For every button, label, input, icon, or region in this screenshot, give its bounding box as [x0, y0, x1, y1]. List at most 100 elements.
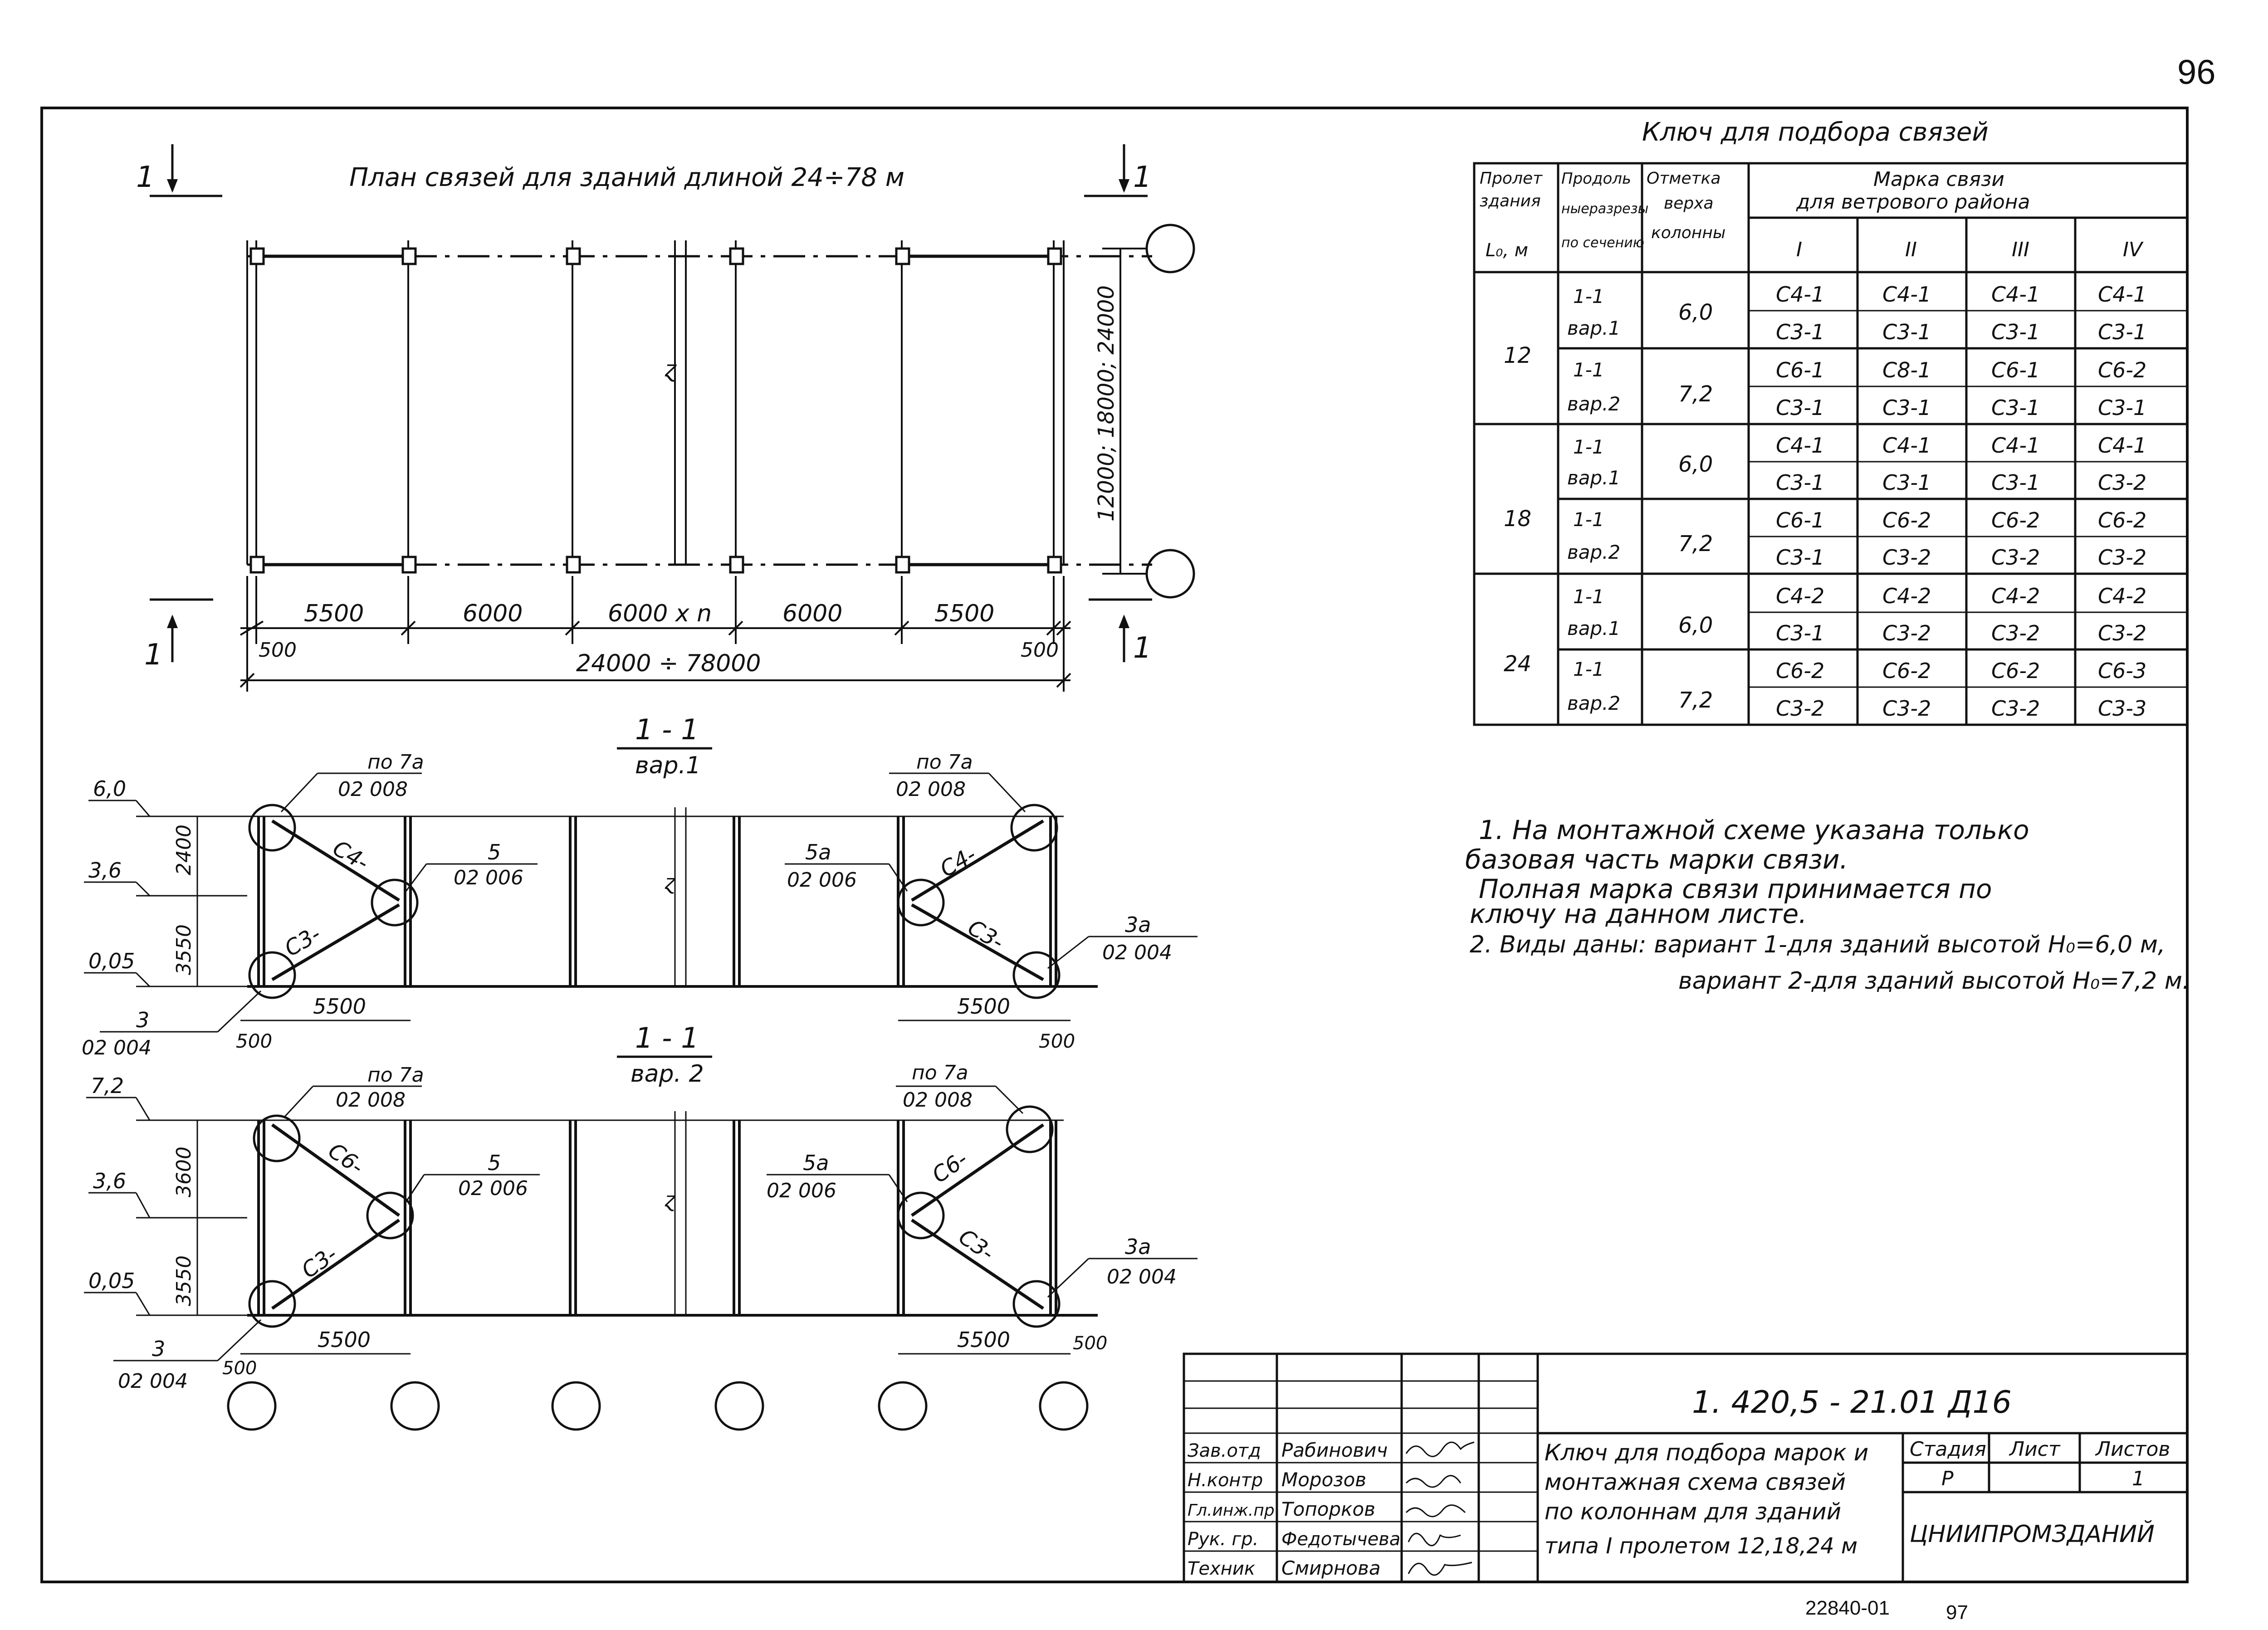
s1-callout-mr-1: 5а [805, 840, 831, 864]
mark-cell: С3-2 [1991, 696, 2040, 721]
mark-cell: С4-2 [1882, 584, 1931, 608]
section2-brace-upper-right: С6- [928, 1146, 973, 1188]
name-2: Морозов [1281, 1469, 1366, 1491]
s1-callout-lb-2: 02 004 [82, 1036, 152, 1059]
s1-callout-rt-2: 02 008 [896, 778, 966, 801]
key-table-title: Ключ для подбора связей [1642, 117, 1989, 147]
name-4: Федотычева [1281, 1529, 1400, 1550]
section1-brace-lower-left: С3- [280, 921, 325, 961]
s2-callout-mr-1: 5а [803, 1151, 829, 1175]
role-3: Гл.инж.пр [1188, 1501, 1275, 1520]
section-mark-bottom-right: 1 [1133, 631, 1152, 665]
section1-hdim-right: 5500 [957, 994, 1010, 1019]
s1-callout-ml-2: 02 006 [454, 866, 523, 889]
mark-cell: С8-1 [1882, 358, 1931, 382]
g2s1-h: 7,2 [1678, 688, 1713, 713]
section2-hdim-right: 5500 [957, 1327, 1010, 1352]
mark-cell: С6-1 [1776, 508, 1824, 532]
plan-dim-2: 6000 [463, 600, 523, 627]
s1-callout-lt-2: 02 008 [338, 778, 408, 801]
description-line-3: по колоннам для зданий [1545, 1498, 1841, 1525]
plan-dim-1: 5500 [304, 600, 364, 627]
mark-cell: С3-1 [1882, 470, 1931, 495]
section1-title: 1 - 1 [635, 713, 699, 746]
g1s1-h: 7,2 [1678, 531, 1713, 556]
mark-cell: С6-1 [1991, 358, 2040, 382]
sheets-label: Листов [2095, 1438, 2170, 1461]
axis-bubble [227, 1381, 277, 1431]
section1-vdim-lower: 3550 [172, 924, 196, 975]
mark-cell: С6-2 [2098, 358, 2146, 382]
mark-cell: С4-2 [2098, 584, 2146, 608]
mark-cell: С6-2 [1991, 508, 2040, 532]
section-mark-bottom-left: 1 [144, 638, 163, 672]
mark-cell: С4-1 [2098, 433, 2146, 458]
section1-vdim-upper: 2400 [172, 825, 196, 875]
g2s0-var: вар.1 [1567, 617, 1620, 639]
key-table: Ключ для подбора связей Пролет [1473, 117, 2189, 726]
plan-span-label: 12000; 18000; 24000 [1094, 285, 1119, 522]
g0s0-h: 6,0 [1678, 300, 1713, 325]
svg-text:ɀ: ɀ [665, 356, 677, 382]
s2-callout-ml-2: 02 006 [458, 1177, 528, 1200]
name-1: Рабинович [1281, 1439, 1388, 1461]
s2-callout-lt-2: 02 008 [336, 1088, 406, 1112]
organization: ЦНИИПРОМЗДАНИЙ [1910, 1520, 2155, 1548]
mark-cell: С3-3 [2098, 696, 2146, 721]
section2-vdim-upper: 3600 [172, 1147, 196, 1197]
note-line-4: ключу на данном листе. [1470, 898, 1807, 929]
s1-callout-lt-1: по 7а [367, 751, 424, 774]
section2-level-top: 7,2 [91, 1074, 124, 1098]
g1s0-h: 6,0 [1678, 452, 1713, 477]
hdr-span-2: здания [1480, 192, 1541, 210]
notes: 1. На монтажной схеме указана только баз… [1465, 815, 2190, 995]
g0s1-h: 7,2 [1678, 381, 1713, 407]
mark-cell: С4-1 [1776, 282, 1824, 307]
plan-dim-3: 6000 х n [608, 600, 712, 627]
hdr-span-3: L₀, м [1486, 240, 1528, 261]
mark-cell: С3-2 [1882, 545, 1931, 570]
g0s0-var: вар.1 [1567, 317, 1620, 339]
name-3: Топорков [1281, 1498, 1375, 1520]
title-block: 1. 420,5 - 21.01 Д16 Зав.отд Н.контр Гл.… [1183, 1352, 2189, 1583]
hdr-region-3: III [2012, 238, 2029, 261]
section1-hdim-left: 5500 [313, 994, 366, 1019]
role-1: Зав.отд [1188, 1440, 1261, 1461]
s1-callout-rb-1: 3а [1125, 913, 1151, 937]
g0s1-sec: 1-1 [1573, 359, 1604, 381]
s2-callout-lt-1: по 7а [367, 1064, 424, 1087]
document-code: 1. 420,5 - 21.01 Д16 [1692, 1385, 2012, 1420]
axis-bubble-b [1145, 549, 1195, 599]
axis-bubble [714, 1381, 764, 1431]
section-1-variant-2: 1 - 1 вар. 2 ɀ [84, 1021, 1198, 1431]
mark-cell: С6-1 [1776, 358, 1824, 382]
section2-hdim-right-offset: 500 [1073, 1333, 1107, 1354]
role-4: Рук. гр. [1188, 1529, 1259, 1550]
section2-brace-upper-left: С6- [323, 1138, 368, 1180]
mark-cell: С3-1 [1776, 395, 1824, 420]
s2-callout-lb-1: 3 [152, 1337, 165, 1361]
mark-cell: С4-1 [1776, 433, 1824, 458]
axis-bubble [878, 1381, 928, 1431]
section1-hdim-left-offset: 500 [236, 1030, 272, 1052]
mark-cell: С3-1 [1991, 470, 2040, 495]
note-line-2: базовая часть марки связи. [1465, 844, 1848, 875]
s1-callout-ml-1: 5 [488, 840, 501, 864]
s2-callout-ml-1: 5 [488, 1151, 501, 1175]
hdr-region-2: II [1905, 238, 1917, 261]
mark-cell: С3-1 [1776, 470, 1824, 495]
description-line-4: типа I пролетом 12,18,24 м [1545, 1533, 1857, 1559]
s1-callout-rb-2: 02 004 [1102, 941, 1172, 964]
section2-brace-lower-right: С3- [954, 1224, 999, 1266]
description-line-1: Ключ для подбора марок и [1545, 1440, 1868, 1466]
mark-cell: С3-1 [2098, 395, 2146, 420]
section2-hdim-left: 5500 [318, 1327, 371, 1352]
mark-cell: С3-2 [1882, 696, 1931, 721]
mark-cell: С6-2 [1776, 659, 1824, 683]
mark-cell: С3-1 [2098, 320, 2146, 344]
stage-value: Р [1941, 1467, 1954, 1490]
mark-cell: С3-1 [1991, 395, 2040, 420]
hdr-height-3: колонны [1651, 224, 1725, 242]
s2-callout-lb-2: 02 004 [118, 1370, 188, 1393]
axis-bubble [390, 1381, 440, 1431]
